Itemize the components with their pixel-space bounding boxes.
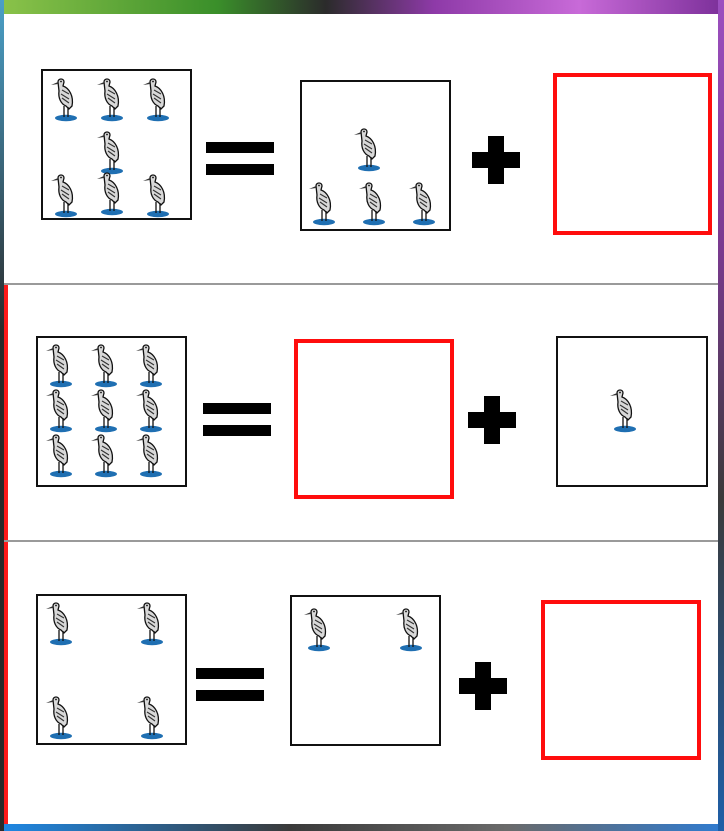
heron-bird-icon: [44, 432, 74, 478]
heron-bird-icon: [134, 432, 164, 478]
heron-bird-icon: [352, 126, 382, 172]
equals-sign-row2: [203, 403, 271, 436]
heron-bird-icon: [134, 387, 164, 433]
heron-bird-icon: [44, 600, 74, 646]
background-left: [0, 0, 4, 831]
equals-sign-row1: [206, 142, 274, 175]
background-bottom: [0, 824, 724, 831]
plus-sign-row1: [472, 136, 520, 184]
background-top: [0, 0, 724, 14]
heron-bird-icon: [608, 387, 638, 433]
heron-bird-icon: [89, 387, 119, 433]
equals-sign-row3: [196, 668, 264, 701]
heron-bird-icon: [44, 694, 74, 740]
heron-bird-icon: [89, 342, 119, 388]
plus-sign-row3: [459, 662, 507, 710]
heron-bird-icon: [44, 387, 74, 433]
heron-bird-icon: [407, 180, 437, 226]
heron-bird-icon: [394, 606, 424, 652]
plus-sign-row2: [468, 396, 516, 444]
heron-bird-icon: [95, 170, 125, 216]
heron-bird-icon: [89, 432, 119, 478]
heron-bird-icon: [49, 172, 79, 218]
left-accent-bar: [4, 284, 8, 824]
background-right: [718, 0, 724, 831]
heron-bird-icon: [307, 180, 337, 226]
heron-bird-icon: [141, 172, 171, 218]
heron-bird-icon: [135, 600, 165, 646]
answer-box-row3[interactable]: [541, 600, 701, 760]
heron-bird-icon: [141, 76, 171, 122]
divider-1: [4, 283, 718, 285]
heron-bird-icon: [44, 342, 74, 388]
heron-bird-icon: [49, 76, 79, 122]
worksheet: [4, 14, 718, 824]
heron-bird-icon: [302, 606, 332, 652]
divider-2: [4, 540, 718, 542]
heron-bird-icon: [95, 76, 125, 122]
heron-bird-icon: [95, 129, 125, 175]
heron-bird-icon: [134, 342, 164, 388]
heron-bird-icon: [357, 180, 387, 226]
answer-box-row2[interactable]: [294, 339, 454, 499]
heron-bird-icon: [135, 694, 165, 740]
answer-box-row1[interactable]: [553, 73, 712, 235]
